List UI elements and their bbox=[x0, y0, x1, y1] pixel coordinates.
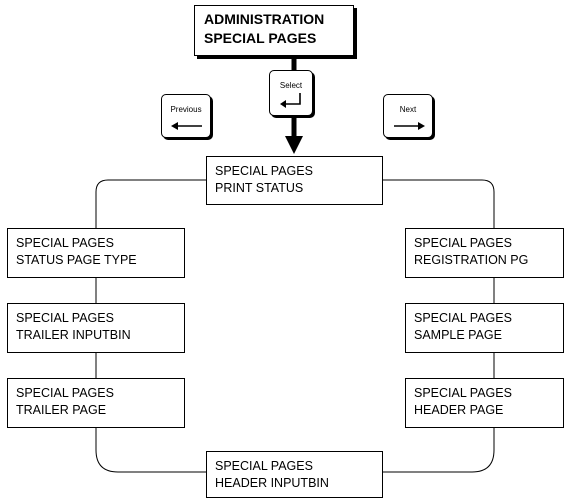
title-line1: ADMINISTRATION bbox=[204, 11, 325, 27]
registration-pg-box[interactable]: SPECIAL PAGES REGISTRATION PG bbox=[405, 228, 564, 278]
trailer-page-line2: TRAILER PAGE bbox=[16, 403, 107, 417]
left-arrow-icon bbox=[171, 122, 202, 130]
trailer-inputbin-box[interactable]: SPECIAL PAGES TRAILER INPUTBIN bbox=[7, 303, 185, 353]
header-page-line2: HEADER PAGE bbox=[414, 403, 504, 417]
sample-page-box[interactable]: SPECIAL PAGES SAMPLE PAGE bbox=[405, 303, 564, 353]
sample-page-line1: SPECIAL PAGES bbox=[414, 311, 512, 325]
trailer-page-box[interactable]: SPECIAL PAGES TRAILER PAGE bbox=[7, 378, 185, 428]
header-inputbin-line1: SPECIAL PAGES bbox=[215, 459, 313, 473]
header-page-box[interactable]: SPECIAL PAGES HEADER PAGE bbox=[405, 378, 564, 428]
next-key-label: Next bbox=[399, 105, 417, 114]
header-inputbin-box[interactable]: SPECIAL PAGES HEADER INPUTBIN bbox=[206, 451, 383, 498]
header-page-line1: SPECIAL PAGES bbox=[414, 386, 512, 400]
trailer-inputbin-line2: TRAILER INPUTBIN bbox=[16, 328, 131, 342]
status-page-type-box[interactable]: SPECIAL PAGES STATUS PAGE TYPE bbox=[7, 228, 185, 278]
previous-key[interactable]: Previous bbox=[161, 94, 211, 138]
header-inputbin-line2: HEADER INPUTBIN bbox=[215, 476, 329, 490]
trailer-page-line1: SPECIAL PAGES bbox=[16, 386, 114, 400]
enter-arrow-icon bbox=[280, 93, 301, 108]
print-status-box[interactable]: SPECIAL PAGES PRINT STATUS bbox=[206, 156, 383, 205]
title-line2: SPECIAL PAGES bbox=[204, 30, 317, 46]
print-status-line2: PRINT STATUS bbox=[215, 181, 304, 195]
status-page-type-line2: STATUS PAGE TYPE bbox=[16, 253, 137, 267]
admin-special-pages-title: ADMINISTRATION SPECIAL PAGES bbox=[194, 5, 354, 56]
select-key-label: Select bbox=[279, 81, 303, 90]
registration-pg-line1: SPECIAL PAGES bbox=[414, 236, 512, 250]
sample-page-line2: SAMPLE PAGE bbox=[414, 328, 502, 342]
right-arrow-icon bbox=[394, 122, 425, 130]
select-key[interactable]: Select bbox=[269, 70, 313, 116]
previous-key-label: Previous bbox=[170, 105, 202, 114]
select-down-arrow-head bbox=[285, 136, 303, 154]
status-page-type-line1: SPECIAL PAGES bbox=[16, 236, 114, 250]
registration-pg-line2: REGISTRATION PG bbox=[414, 253, 529, 267]
next-key[interactable]: Next bbox=[383, 94, 433, 138]
print-status-line1: SPECIAL PAGES bbox=[215, 164, 313, 178]
trailer-inputbin-line1: SPECIAL PAGES bbox=[16, 311, 114, 325]
